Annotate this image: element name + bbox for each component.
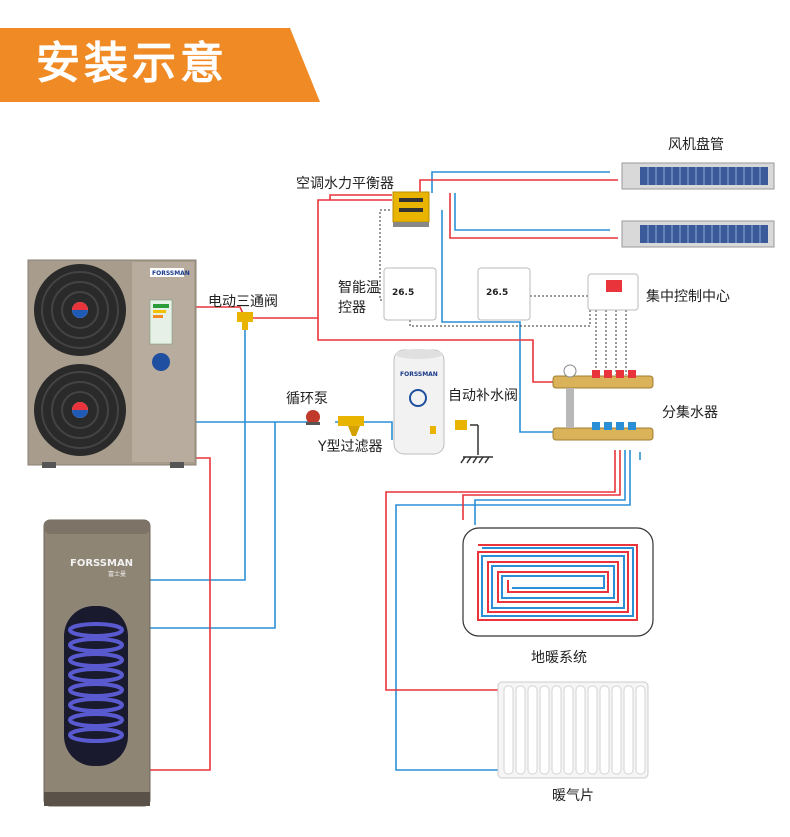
title-banner	[0, 28, 320, 102]
tank-brand-cn: 富士曼	[108, 570, 126, 578]
heat-pump-unit: FORSSMAN	[27, 259, 197, 468]
thermostat-1: 26.5	[383, 267, 437, 321]
circulation-pump-label: 循环泵	[286, 391, 328, 407]
fan-coil-unit-2	[621, 220, 775, 248]
radiator	[497, 681, 649, 779]
control-center	[587, 273, 639, 311]
manifold	[552, 364, 654, 441]
circulation-pump-icon	[306, 410, 320, 425]
thermostat-1-reading: 26.5	[392, 288, 414, 298]
expansion-tank: FORSSMAN	[393, 349, 445, 455]
page-title: 安装示意	[36, 38, 228, 89]
certification-badge-icon	[152, 353, 170, 371]
supply-pipes	[140, 179, 621, 771]
floor-heating-label: 地暖系统	[531, 650, 587, 666]
balancer-label: 空调水力平衡器	[296, 176, 394, 192]
thermostat-2: 26.5	[477, 267, 531, 321]
manifold-label: 分集水器	[662, 405, 718, 421]
auto-fill-valve-icon	[455, 420, 479, 455]
fan-coil-unit-1	[621, 162, 775, 190]
thermostat-label: 智能温控器	[338, 280, 380, 316]
radiator-label: 暖气片	[552, 788, 594, 804]
ground-icon	[460, 456, 493, 464]
fan-coil-label: 风机盘管	[668, 137, 724, 153]
expansion-tank-brand: FORSSMAN	[400, 371, 438, 378]
heat-pump-brand: FORSSMAN	[152, 270, 190, 277]
water-tank: FORSSMAN 富士曼	[43, 519, 151, 807]
three-way-valve-label: 电动三通阀	[208, 294, 278, 310]
three-way-valve-icon	[237, 312, 253, 330]
control-wires	[379, 209, 627, 375]
fan-grille-top	[34, 264, 126, 356]
coil-heat-exchanger-icon	[68, 622, 124, 743]
hydraulic-balancer	[392, 191, 430, 227]
auto-fill-valve-label: 自动补水阀	[448, 388, 518, 404]
fan-grille-bottom	[34, 364, 126, 456]
y-filter-label: Y型过滤器	[318, 439, 383, 455]
tank-brand: FORSSMAN	[70, 558, 133, 569]
thermostat-2-reading: 26.5	[486, 288, 508, 298]
return-pipes	[150, 171, 641, 771]
control-center-label: 集中控制中心	[646, 289, 730, 305]
y-filter-icon	[338, 416, 364, 436]
floor-heating-loop	[462, 527, 654, 637]
